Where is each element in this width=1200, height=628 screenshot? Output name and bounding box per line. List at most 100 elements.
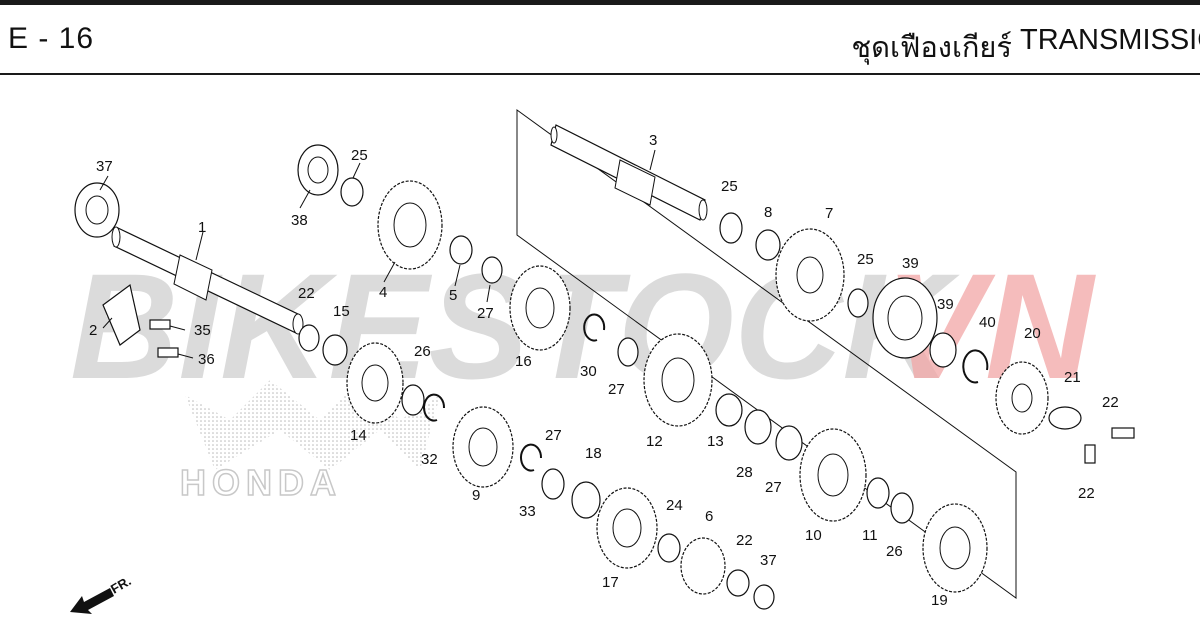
washer-24b (657, 533, 681, 563)
countershaft-group-frame (516, 109, 1017, 599)
bushing-11 (866, 477, 890, 509)
page-title-thai: ชุดเฟืองเกียร์ (851, 32, 1012, 64)
label-37: 39 (937, 296, 954, 313)
label-27b: 27 (545, 427, 562, 444)
label-14: 14 (350, 427, 367, 444)
label-18: 18 (585, 445, 602, 462)
main-shaft (111, 226, 304, 335)
page-title-english: TRANSMISSION (1020, 24, 1200, 56)
label-26: 26 (886, 543, 903, 560)
label-7: 7 (825, 205, 833, 222)
gear-16 (509, 265, 571, 351)
seal-37 (929, 332, 957, 368)
label-13: 13 (707, 433, 724, 450)
label-24a: 22 (298, 285, 315, 302)
label-31: 27 (765, 479, 782, 496)
gear-19 (922, 503, 988, 593)
gear-4 (377, 180, 443, 270)
label-1: 1 (198, 219, 206, 236)
countershaft (550, 124, 708, 221)
washer-25b (847, 288, 869, 318)
sprocket-20 (995, 361, 1049, 435)
washer-26 (890, 492, 914, 524)
label-21: 21 (1064, 369, 1081, 386)
label-10: 10 (805, 527, 822, 544)
label-32: 28 (736, 464, 753, 481)
honda-brand-text: HONDA (180, 462, 342, 503)
washer-27a (401, 384, 425, 416)
bushing-5 (449, 235, 473, 265)
bushing-15 (322, 334, 348, 366)
label-36: 39 (902, 255, 919, 272)
label-16: 16 (515, 353, 532, 370)
label-40: 37 (96, 158, 113, 175)
circlip-33b (520, 443, 543, 472)
label-30: 27 (477, 305, 494, 322)
page-code: E - 16 (8, 22, 95, 55)
bearing-40 (74, 182, 120, 238)
header-top-rule (0, 0, 1200, 5)
label-28: 27 (608, 381, 625, 398)
label-22a: 22 (1102, 394, 1119, 411)
bolt-39b (157, 347, 179, 358)
washer-23 (726, 569, 750, 597)
label-34: 30 (580, 363, 597, 380)
bushing-35 (753, 584, 775, 610)
bushing-18 (571, 481, 601, 519)
circlip-38 (962, 349, 989, 384)
label-33a: 32 (421, 451, 438, 468)
bolt-22a (1111, 427, 1135, 439)
label-22b: 22 (1078, 485, 1095, 502)
washer-29 (340, 177, 364, 207)
label-3: 3 (649, 132, 657, 149)
label-24b: 24 (666, 497, 683, 514)
washer-32 (744, 409, 772, 445)
label-15: 15 (333, 303, 350, 320)
label-29: 25 (351, 147, 368, 164)
label-38: 40 (979, 314, 996, 331)
label-12: 12 (646, 433, 663, 450)
label-35: 37 (760, 552, 777, 569)
label-9: 9 (472, 487, 480, 504)
washer-27b (541, 468, 565, 500)
label-5: 5 (449, 287, 457, 304)
gear-12 (643, 333, 713, 427)
gear-9 (452, 406, 514, 488)
header-bottom-rule (0, 73, 1200, 75)
bearing-36 (872, 277, 938, 359)
plate-21 (1048, 406, 1082, 430)
label-41: 38 (291, 212, 308, 229)
bolt-39a (149, 319, 171, 330)
washer-25a (719, 212, 743, 244)
plate-2 (102, 283, 141, 346)
gear-14 (346, 342, 404, 424)
bushing-13 (715, 393, 743, 427)
label-33b: 33 (519, 503, 536, 520)
circlip-34 (583, 313, 606, 342)
washer-24a (298, 324, 320, 352)
washer-28 (617, 337, 639, 367)
label-19: 19 (931, 592, 948, 609)
label-27a: 26 (414, 343, 431, 360)
bolt-22b (1084, 444, 1096, 464)
label-11: 11 (862, 527, 878, 544)
washer-31 (775, 425, 803, 461)
label-25a: 25 (721, 178, 738, 195)
label-20: 20 (1024, 325, 1041, 342)
label-39b: 36 (198, 351, 215, 368)
label-8: 8 (764, 204, 772, 221)
gear-7 (775, 228, 845, 322)
label-25b: 25 (857, 251, 874, 268)
circlip-33a (423, 393, 446, 422)
label-17: 17 (602, 574, 619, 591)
label-39a: 35 (194, 322, 211, 339)
washer-30 (481, 256, 503, 284)
bearing-41 (297, 144, 339, 196)
label-6: 6 (705, 508, 713, 525)
gear-6 (680, 537, 726, 595)
label-2: 2 (89, 322, 97, 339)
bushing-8 (755, 229, 781, 261)
front-direction-arrow: FR. (70, 573, 134, 614)
transmission-exploded-diagram: BIKESTOCK VN HONDA (70, 109, 1135, 614)
label-4: 4 (379, 284, 387, 301)
